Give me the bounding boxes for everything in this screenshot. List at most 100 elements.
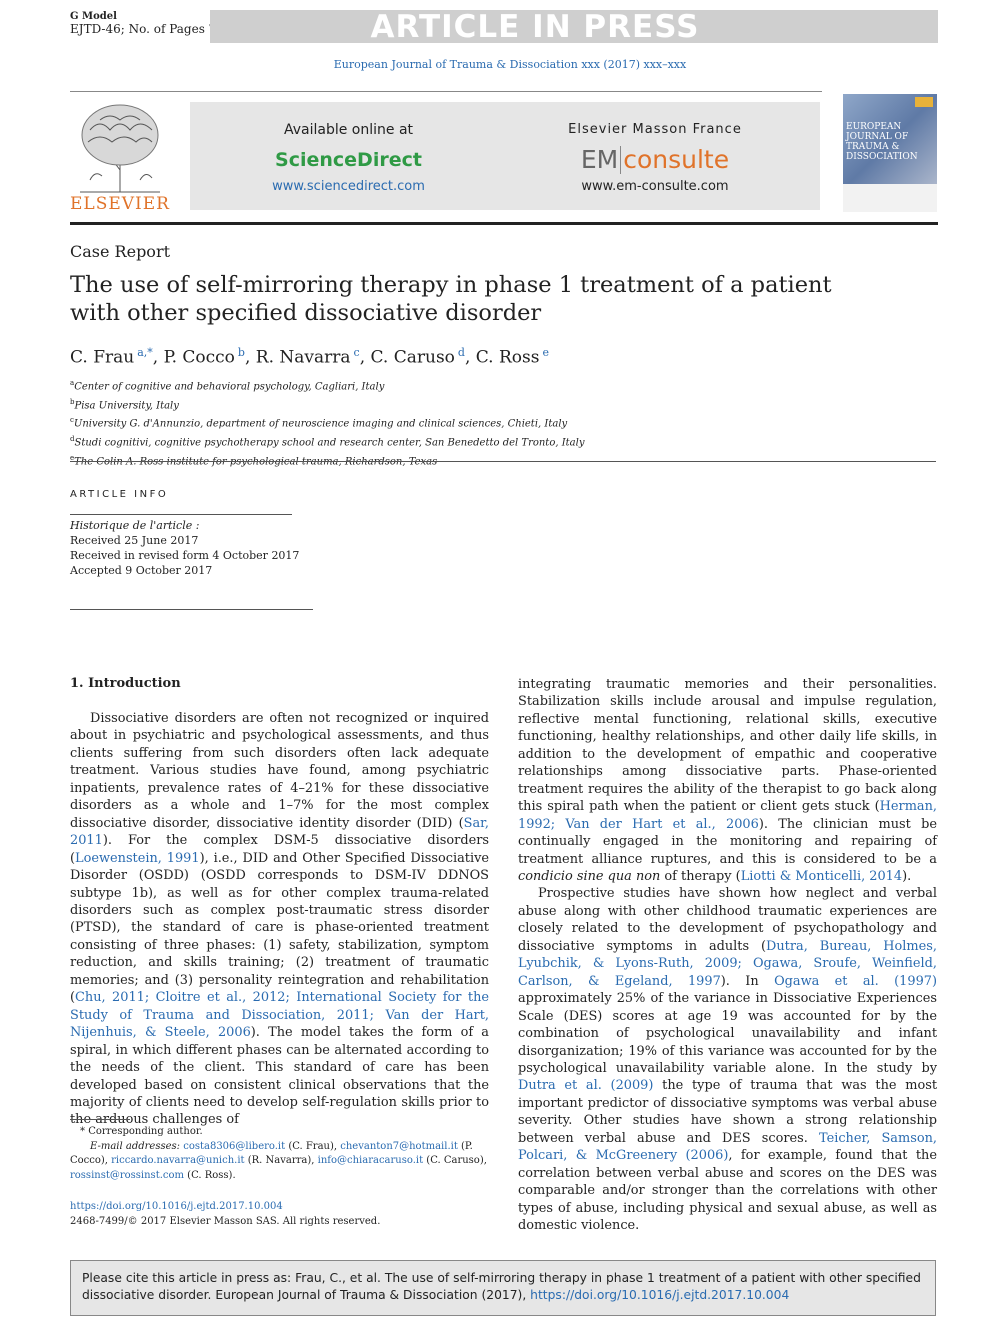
email-label: E-mail addresses: <box>90 1140 184 1152</box>
email-owner: (R. Navarra), <box>244 1155 318 1166</box>
author-name: C. Caruso <box>370 347 455 368</box>
affiliation-marker: e <box>70 453 75 462</box>
text-run: approximately 25% of the variance in Dis… <box>518 991 937 1076</box>
text-run: ), i.e., DID and Other Specified Dissoci… <box>70 850 490 1006</box>
citation-link[interactable]: Dutra et al. (2009) <box>518 1078 654 1094</box>
citation-body: Please cite this article in press as: Fr… <box>82 1271 921 1302</box>
affiliation-text: Studi cognitivi, cognitive psychotherapy… <box>74 437 585 449</box>
received-date: Received 25 June 2017 <box>70 534 199 547</box>
affiliation-text: University G. d'Annunzio, department of … <box>73 418 568 430</box>
author-affiliation-marker[interactable]: c <box>353 346 360 359</box>
author-affiliation-marker[interactable]: e <box>542 346 549 359</box>
citation-box <box>70 1260 936 1316</box>
email-owner: (C. Frau), <box>285 1140 341 1152</box>
copyright-line: 2468-7499/© 2017 Elsevier Masson SAS. Al… <box>70 1215 381 1227</box>
doi-block: https://doi.org/10.1016/j.ejtd.2017.10.0… <box>70 1200 380 1229</box>
text-run: ). <box>902 868 912 884</box>
text-run: ). For the complex DSM-5 dissociative di… <box>70 833 489 866</box>
affiliation-marker: b <box>70 397 75 406</box>
doi-link[interactable]: https://doi.org/10.1016/j.ejtd.2017.10.0… <box>70 1201 283 1212</box>
author-separator: , <box>464 347 476 368</box>
footnote-rule <box>70 1119 130 1120</box>
article-info-rule-bottom <box>70 609 313 610</box>
email-link[interactable]: costa8306@libero.it <box>183 1140 286 1152</box>
section-heading-introduction: 1. Introduction <box>70 676 181 691</box>
citation-link[interactable]: Chu, 2011; Cloitre et al., 2012; Interna… <box>70 990 489 1041</box>
corresponding-label: Corresponding author. <box>88 1126 203 1137</box>
author-separator: , <box>359 347 371 368</box>
affiliation-marker: d <box>70 434 75 443</box>
text-run: ). The clinician must be continually eng… <box>518 816 937 867</box>
affiliation-text: Center of cognitive and behavioral psych… <box>74 381 385 393</box>
author-affiliation-marker[interactable]: d <box>457 346 465 359</box>
article-in-press-banner <box>210 10 938 43</box>
available-online-label: Available online at <box>283 122 414 138</box>
author-separator: , <box>244 347 256 368</box>
elsevier-wordmark: ELSEVIER <box>70 194 170 214</box>
text-run: ). The model takes the form of a spiral,… <box>70 1025 489 1128</box>
email-link[interactable]: riccardo.navarra@unich.it <box>111 1155 245 1166</box>
email-owner: (C. Caruso), <box>423 1155 487 1166</box>
citation-link[interactable]: Loewenstein, 1991 <box>75 850 200 866</box>
citation-link[interactable]: Herman, 1992; Van der Hart et al., 2006 <box>518 799 937 832</box>
title-line-2: with other specified dissociative disord… <box>70 300 542 326</box>
corresponding-author-footnote: * Corresponding author. E-mail addresses… <box>70 1125 489 1183</box>
citation-doi-link[interactable]: https://doi.org/10.1016/j.ejtd.2017.10.0… <box>530 1288 790 1302</box>
cover-footer <box>843 184 937 212</box>
citation-link[interactable]: Dutra, Bureau, Holmes, Lyubchik, & Lyons… <box>518 938 937 989</box>
corresponding-line: * Corresponding author. <box>70 1125 489 1140</box>
author-affiliation-marker[interactable]: b <box>237 346 245 359</box>
affiliation-item: dStudi cognitivi, cognitive psychotherap… <box>70 432 584 451</box>
affiliation-item: cUniversity G. d'Annunzio, department of… <box>70 413 584 432</box>
footnote-star: * <box>80 1126 85 1137</box>
header-rule <box>70 91 822 92</box>
cover-badge <box>915 97 933 107</box>
paragraph: Prospective studies have shown how negle… <box>518 885 937 1234</box>
title-rule <box>70 461 936 462</box>
text-run: , for example, found that the correlatio… <box>518 1148 937 1234</box>
author-name: R. Navarra <box>255 347 351 368</box>
header-thick-rule <box>70 222 938 225</box>
citation-link[interactable]: Sar, 2011 <box>70 815 489 849</box>
citation-text: Please cite this article in press as: Fr… <box>82 1270 932 1304</box>
citation-link[interactable]: Liotti & Monticelli, 2014 <box>740 868 903 884</box>
text-run: Dissociative disorders are often not rec… <box>70 711 489 831</box>
em-logo-divider <box>620 146 622 174</box>
email-owner: (P. Cocco), <box>70 1140 473 1167</box>
body-column-left: Dissociative disorders are often not rec… <box>70 710 489 1129</box>
paragraph: Dissociative disorders are often not rec… <box>70 710 489 1129</box>
article-reference: EJTD-46; No. of Pages 7 <box>70 22 217 36</box>
author-separator: , <box>152 347 164 368</box>
journal-citation-line[interactable]: European Journal of Trauma & Dissociatio… <box>333 58 687 71</box>
author-affiliation-marker[interactable]: a,* <box>137 346 153 359</box>
citation-link[interactable]: Ogawa et al. (1997) <box>774 973 937 989</box>
article-history: Historique de l'article : Received 25 Ju… <box>70 518 299 578</box>
paragraph: integrating traumatic memories and their… <box>518 676 937 885</box>
consulte-logo-part: consulte <box>623 145 730 174</box>
text-run: condicio sine qua non <box>518 868 661 884</box>
em-consulte-link[interactable]: www.em-consulte.com <box>581 179 729 194</box>
email-link[interactable]: chevanton7@hotmail.it <box>340 1140 458 1152</box>
email-link[interactable]: info@chiaracaruso.it <box>317 1155 424 1166</box>
title-line-1: The use of self-mirroring therapy in pha… <box>70 272 832 298</box>
article-info-heading: ARTICLE INFO <box>70 489 169 500</box>
elsevier-tree-logo <box>80 104 160 193</box>
email-link[interactable]: rossinst@rossinst.com <box>70 1169 184 1181</box>
author-name: P. Cocco <box>163 347 235 368</box>
text-run: ). In <box>720 973 775 989</box>
text-run: the type of trauma that was the most imp… <box>518 1078 937 1146</box>
history-label: Historique de l'article : <box>70 519 200 532</box>
affiliation-marker: c <box>70 416 74 425</box>
text-run: integrating traumatic memories and their… <box>518 677 937 815</box>
g-model-label: G Model <box>70 11 117 22</box>
sciencedirect-logo: ScienceDirect <box>275 149 422 171</box>
sciencedirect-link[interactable]: www.sciencedirect.com <box>272 179 425 194</box>
citation-link[interactable]: Teicher, Samson, Polcari, & McGreenery (… <box>518 1130 937 1164</box>
em-logo-part: EM <box>580 145 619 174</box>
affiliation-item: bPisa University, Italy <box>70 395 584 414</box>
article-title: The use of self-mirroring therapy in pha… <box>70 271 870 327</box>
affiliation-text: Pisa University, Italy <box>74 399 179 411</box>
author-name: C. Ross <box>475 347 540 368</box>
elsevier-masson-label: Elsevier Masson France <box>568 122 742 137</box>
